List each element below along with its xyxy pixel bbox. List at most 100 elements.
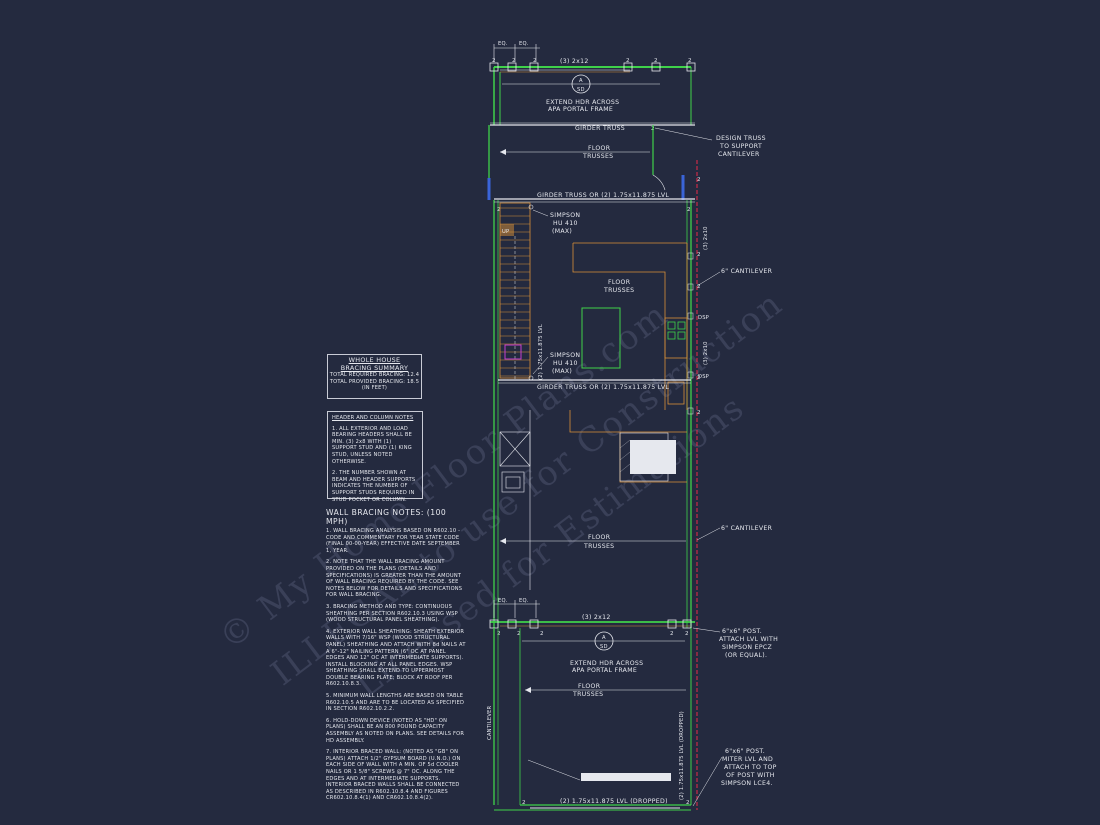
stud-count: 2 (497, 207, 501, 213)
cantilever-left-label: CANTILEVER (487, 705, 493, 740)
dropped-lvl-horizontal: (2) 1.75x11.875 LVL (DROPPED) (560, 798, 668, 805)
extend-hdr-bottom-2: APA PORTAL FRAME (572, 667, 637, 674)
extend-hdr-top-2: APA PORTAL FRAME (548, 106, 613, 113)
fireplace-box (630, 440, 676, 474)
stud-count: 2 (522, 800, 526, 806)
extend-hdr-top-1: EXTEND HDR ACROSS (546, 99, 619, 106)
miter-callout-2: MITER LVL AND (722, 756, 773, 763)
stud-count: 2 (654, 58, 658, 64)
section-sheet-top: SD (577, 87, 585, 93)
simpson-mid-1: SIMPSON (550, 352, 580, 359)
post-callout-3: SIMPSON EPCZ (722, 644, 772, 651)
dsp-label-1: DSP (698, 315, 709, 321)
wall-bracing-title: WALL BRACING NOTES: (100 MPH) (326, 508, 447, 526)
stud-count: 2 (626, 58, 630, 64)
bracing-units: (IN FEET) (361, 385, 388, 392)
kitchen-island (581, 307, 621, 369)
bottom-porch: EQ. EQ. (3) 2x12 2 2 2 2 2 A SD EXTEND H… (487, 598, 695, 811)
stair-run: UP (2) 1.75x11.875 LVL (499, 202, 544, 380)
floor-label-3: FLOOR (588, 534, 611, 541)
bracing-summary: WHOLE HOUSE BRACING SUMMARY TOTAL REQUIR… (327, 354, 422, 399)
kitchen-layout (569, 242, 688, 483)
cantilever6-top: 6" CANTILEVER (721, 268, 773, 275)
stud-count: 2 (492, 58, 496, 64)
stud-count: 2 (697, 375, 701, 381)
trusses-label-4: TRUSSES (572, 691, 603, 698)
floor-label-2: FLOOR (608, 279, 631, 286)
right-header-label-1: (3) 2x10 (703, 226, 709, 250)
cantilever6-bottom: 6" CANTILEVER (721, 525, 773, 532)
girder-truss-label: GIRDER TRUSS (575, 125, 625, 132)
wall-bracing-note-1: 1. WALL BRACING ANALYSIS BASED ON R602.1… (326, 528, 461, 554)
wall-bracing-notes: WALL BRACING NOTES: (100 MPH) 1. WALL BR… (326, 508, 466, 807)
post-callout-2: ATTACH LVL WITH (719, 636, 778, 643)
header-column-notes: HEADER AND COLUMN NOTES 1. ALL EXTERIOR … (327, 411, 423, 503)
dsp-label-2: DSP (698, 374, 709, 380)
design-truss-1: DESIGN TRUSS (716, 135, 766, 142)
bracing-summary-title-2: BRACING SUMMARY (340, 363, 409, 372)
wall-bracing-note-6: 6. HOLD-DOWN DEVICE (NOTED AS "HD" ON PL… (326, 717, 465, 744)
stud-count: 2 (697, 252, 701, 258)
stud-count: 2 (687, 207, 691, 213)
girder-lvl-top-label: GIRDER TRUSS OR (2) 1.75x11.875 LVL (537, 192, 669, 199)
stud-count: 2 (670, 631, 674, 637)
miter-callout-1: 6"x6" POST. (725, 748, 765, 755)
header-top-label: (3) 2x12 (560, 58, 589, 65)
stud-count: 2 (517, 631, 521, 637)
dropped-lvl-vertical: (2) 1.75x11.875 LVL (DROPPED) (679, 711, 685, 800)
extend-hdr-bottom-1: EXTEND HDR ACROSS (570, 660, 643, 667)
right-header-label-2: (3) 2x10 (703, 341, 709, 365)
simpson-top-3: (MAX) (552, 228, 572, 235)
stud-count: 2 (685, 631, 689, 637)
floor-label-4: FLOOR (578, 683, 601, 690)
trusses-label-2: TRUSSES (603, 287, 634, 294)
header-notes-title: HEADER AND COLUMN NOTES (332, 415, 414, 421)
miter-callout-4: OF POST WITH (726, 772, 775, 779)
stair-up-label: UP (502, 229, 509, 235)
stud-count: 2 (688, 58, 692, 64)
wall-bracing-note-3: 3. BRACING METHOD AND TYPE: CONTINUOUS S… (326, 603, 458, 624)
watermark: © My Home Floor Plans.com ILLEGAL to use… (212, 283, 791, 706)
trusses-label-1: TRUSSES (582, 153, 613, 160)
header-note-1: 1. ALL EXTERIOR AND LOAD BEARING HEADERS… (332, 425, 413, 465)
eq-label-top-1: EQ. (498, 41, 508, 47)
simpson-mid-3: (MAX) (552, 368, 572, 375)
eq-label-bottom-2: EQ. (519, 598, 529, 604)
section-sheet-bottom: SD (600, 644, 608, 650)
design-truss-3: CANTILEVER (718, 151, 760, 158)
left-rooms (499, 410, 531, 590)
section-letter-top: A (579, 78, 583, 84)
trusses-label-3: TRUSSES (583, 543, 614, 550)
header-note-2: 2. THE NUMBER SHOWN AT BEAM AND HEADER S… (332, 470, 416, 503)
post-callout-4: (OR EQUAL). (725, 652, 767, 659)
floor-label-1: FLOOR (588, 145, 611, 152)
stud-count: 2 (686, 800, 690, 806)
stair-lvl-label: (2) 1.75x11.875 LVL (538, 324, 544, 380)
stud-count: 2 (497, 631, 501, 637)
stud-count: 2 (512, 58, 516, 64)
girder-lvl-mid-label: GIRDER TRUSS OR (2) 1.75x11.875 LVL (537, 384, 669, 391)
wall-bracing-note-7: 7. INTERIOR BRACED WALL: (NOTED AS "GB" … (326, 749, 461, 802)
stud-count: 2 (533, 58, 537, 64)
stud-count: 2 (697, 410, 701, 416)
simpson-top-1: SIMPSON (550, 212, 580, 219)
section-letter-bottom: A (602, 635, 606, 641)
stud-count: 2 (697, 284, 701, 290)
label-blank (581, 773, 671, 781)
simpson-mid-2: HU 410 (553, 360, 578, 367)
eq-label-top-2: EQ. (519, 41, 529, 47)
wall-bracing-note-2: 2. NOTE THAT THE WALL BRACING AMOUNT PRO… (326, 559, 463, 599)
design-truss-2: TO SUPPORT (719, 143, 762, 150)
header-bottom-label: (3) 2x12 (582, 614, 611, 621)
simpson-top-2: HU 410 (553, 220, 578, 227)
stud-count: 2 (540, 631, 544, 637)
bracing-summary-title-1: WHOLE HOUSE (348, 356, 401, 364)
wall-bracing-note-5: 5. MINIMUM WALL LENGTHS ARE BASED ON TAB… (326, 693, 465, 713)
wall-bracing-note-4: 4. EXTERIOR WALL SHEATHING: SHEATH EXTER… (326, 628, 466, 688)
miter-callout-5: SIMPSON LCE4. (721, 780, 773, 787)
bracing-provided: TOTAL PROVIDED BRACING: 18.5 (329, 378, 420, 385)
miter-callout-3: ATTACH TO TOP (724, 764, 777, 771)
stud-count: 2 (697, 177, 701, 183)
